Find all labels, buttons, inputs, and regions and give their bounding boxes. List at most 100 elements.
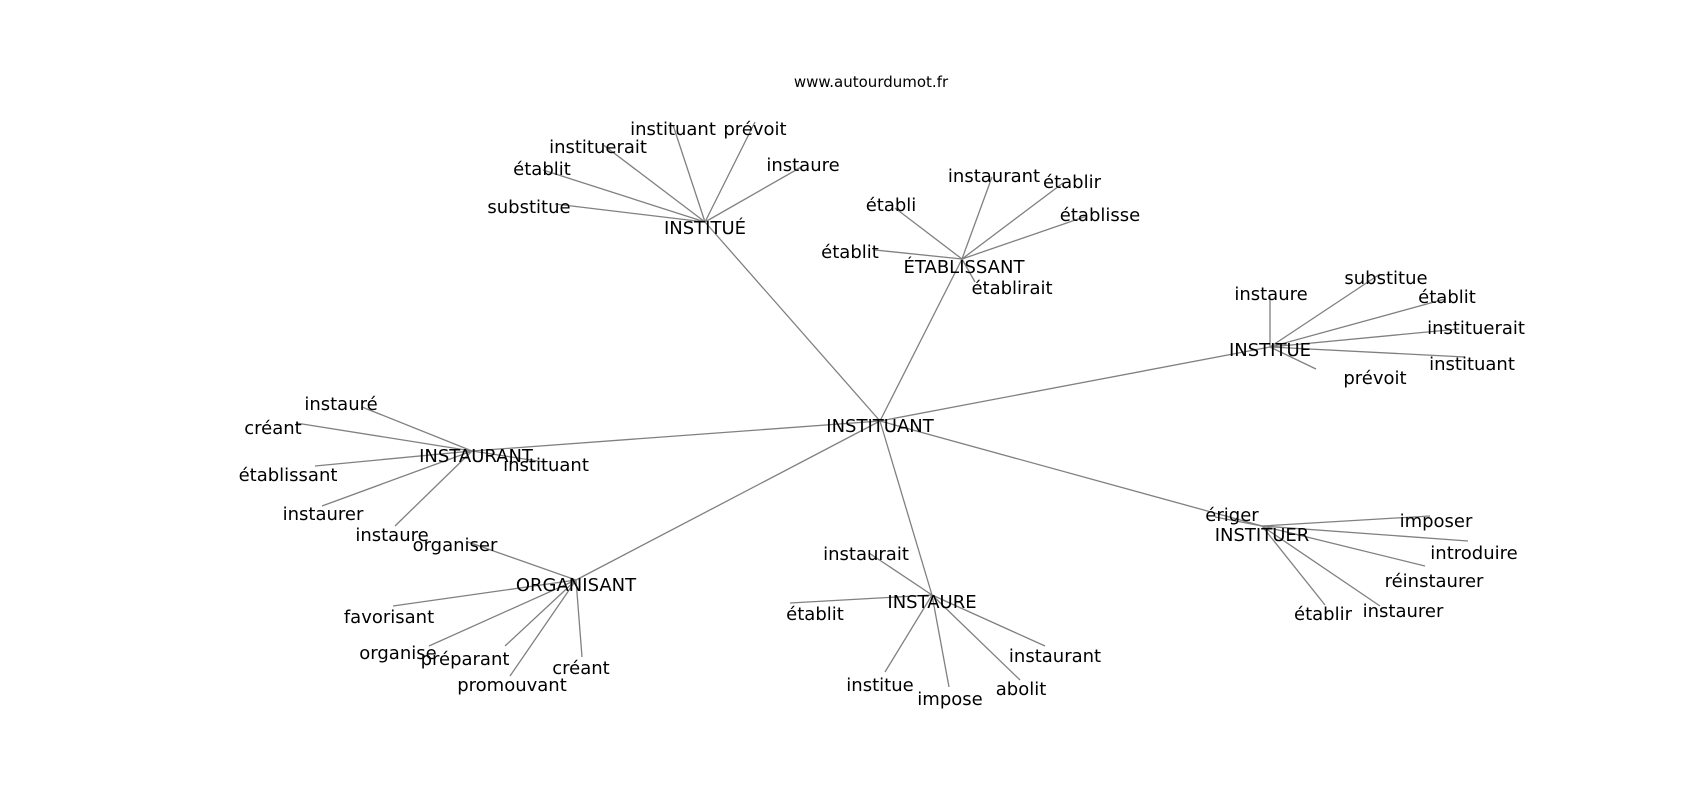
edge-hub-to-leaf bbox=[394, 450, 473, 527]
site-url: www.autourdumot.fr bbox=[793, 73, 949, 91]
edge-hub-to-leaf bbox=[392, 579, 577, 607]
leaf-label: établit bbox=[821, 242, 879, 263]
edge-hub-to-leaf bbox=[361, 406, 473, 452]
leaf-label: abolit bbox=[996, 679, 1047, 700]
edge-hub-to-leaf bbox=[961, 176, 993, 260]
leaf-label: établir bbox=[1043, 172, 1102, 193]
edge-hub-to-leaf bbox=[1269, 298, 1446, 348]
edge-root-to-hub bbox=[575, 420, 881, 581]
edge-hub-to-leaf bbox=[1269, 346, 1317, 370]
leaf-label: prévoit bbox=[723, 119, 786, 140]
edge-hub-to-leaf bbox=[467, 541, 577, 581]
edge-hub-to-leaf bbox=[961, 215, 1088, 260]
leaf-label: établit bbox=[513, 159, 571, 180]
leaf-label: réinstaurer bbox=[1385, 571, 1484, 592]
leaf-label: introduire bbox=[1430, 543, 1517, 564]
edge-hub-to-leaf bbox=[1261, 525, 1469, 542]
edge-hub-to-leaf bbox=[931, 594, 950, 688]
edge-hub-to-leaf bbox=[509, 579, 577, 677]
edge-root-to-hub bbox=[879, 420, 933, 596]
edge-hub-to-leaf bbox=[884, 594, 933, 673]
leaf-label: organiser bbox=[413, 535, 498, 556]
leaf-label: instauré bbox=[304, 394, 377, 415]
leaf-label: établit bbox=[1418, 287, 1476, 308]
edge-hub-to-leaf bbox=[542, 169, 706, 223]
leaf-label: instituerait bbox=[1427, 318, 1525, 339]
leaf-label: promouvant bbox=[457, 675, 567, 696]
edge-hub-to-leaf bbox=[1261, 525, 1326, 606]
leaf-label: instaurant bbox=[948, 166, 1040, 187]
hub-label: INSTITUÉ bbox=[664, 217, 746, 239]
leaf-label: établit bbox=[786, 604, 844, 625]
leaf-label: substitue bbox=[487, 197, 570, 218]
leaf-label: instaure bbox=[1234, 284, 1307, 305]
leaf-label: établi bbox=[866, 195, 917, 216]
edge-hub-to-leaf bbox=[554, 203, 706, 223]
leaf-label: favorisant bbox=[344, 607, 434, 628]
leaf-label: créant bbox=[552, 658, 609, 679]
edge-root-to-hub bbox=[471, 420, 881, 452]
edge-hub-to-leaf bbox=[931, 594, 1021, 681]
leaf-label: instituant bbox=[503, 455, 589, 476]
hub-label: INSTAURANT bbox=[419, 446, 534, 467]
hub-label: ÉTABLISSANT bbox=[904, 256, 1026, 278]
leaf-label: instaurant bbox=[1009, 646, 1101, 667]
hub-label: ORGANISANT bbox=[516, 575, 637, 596]
leaf-label: impose bbox=[917, 689, 982, 710]
leaf-label: instituant bbox=[1429, 354, 1515, 375]
edge-root-to-hub bbox=[879, 346, 1271, 422]
edge-hub-to-leaf bbox=[471, 450, 545, 463]
edge-hub-to-leaf bbox=[1261, 515, 1431, 527]
leaf-label: établir bbox=[1294, 604, 1353, 625]
edge-hub-to-leaf bbox=[1269, 328, 1460, 348]
leaf-label: instaurait bbox=[823, 544, 909, 565]
leaf-label: instaure bbox=[766, 155, 839, 176]
leaf-label: instituant bbox=[630, 119, 716, 140]
leaf-label: substitue bbox=[1344, 268, 1427, 289]
edge-hub-to-leaf bbox=[789, 594, 933, 604]
edge-hub-to-leaf bbox=[961, 182, 1064, 260]
leaf-label: établisse bbox=[1060, 205, 1140, 226]
leaf-label: prévoit bbox=[1343, 368, 1406, 389]
edge-hub-to-leaf bbox=[1214, 516, 1263, 527]
root-label: INSTITUANT bbox=[826, 416, 934, 437]
leaf-label: instaurer bbox=[283, 504, 364, 525]
leaf-label: instituerait bbox=[549, 137, 647, 158]
leaf-label: préparant bbox=[421, 649, 510, 670]
edge-hub-to-leaf bbox=[295, 422, 473, 452]
edge-hub-to-leaf bbox=[428, 579, 577, 647]
edge-hub-to-leaf bbox=[575, 579, 583, 658]
edge-hub-to-leaf bbox=[1261, 525, 1381, 607]
hub-label: INSTITUE bbox=[1229, 340, 1311, 361]
edge-hub-to-leaf bbox=[868, 552, 933, 596]
leaf-label: établirait bbox=[971, 278, 1052, 299]
edge-root-to-hub bbox=[879, 258, 963, 422]
edge-hub-to-leaf bbox=[504, 579, 577, 647]
edge-root-to-hub bbox=[704, 221, 881, 422]
leaf-label: instaure bbox=[355, 525, 428, 546]
edge-hub-to-leaf bbox=[704, 165, 804, 223]
edge-hub-to-leaf bbox=[314, 450, 473, 467]
edge-hub-to-leaf bbox=[321, 450, 473, 507]
edge-hub-to-leaf bbox=[931, 594, 1046, 647]
leaf-label: organise bbox=[359, 643, 436, 664]
leaf-label: créant bbox=[244, 418, 301, 439]
leaf-label: instaurer bbox=[1363, 601, 1444, 622]
edge-hub-to-leaf bbox=[1261, 525, 1426, 567]
edge-hub-to-leaf bbox=[1269, 273, 1381, 348]
edge-hub-to-leaf bbox=[601, 143, 706, 223]
leaf-label: ériger bbox=[1205, 505, 1259, 526]
edge-hub-to-leaf bbox=[961, 258, 976, 283]
hub-label: INSTITUER bbox=[1215, 525, 1310, 546]
leaf-label: imposer bbox=[1400, 511, 1473, 532]
edge-hub-to-leaf bbox=[894, 207, 963, 260]
hub-label: INSTAURE bbox=[887, 592, 976, 613]
leaf-label: institue bbox=[846, 675, 913, 696]
edge-hub-to-leaf bbox=[704, 121, 756, 223]
edge-hub-to-leaf bbox=[1269, 346, 1466, 358]
edge-hub-to-leaf bbox=[874, 249, 963, 260]
leaf-label: établissant bbox=[239, 465, 338, 486]
edge-hub-to-leaf bbox=[672, 124, 706, 223]
edge-root-to-hub bbox=[879, 420, 1263, 527]
